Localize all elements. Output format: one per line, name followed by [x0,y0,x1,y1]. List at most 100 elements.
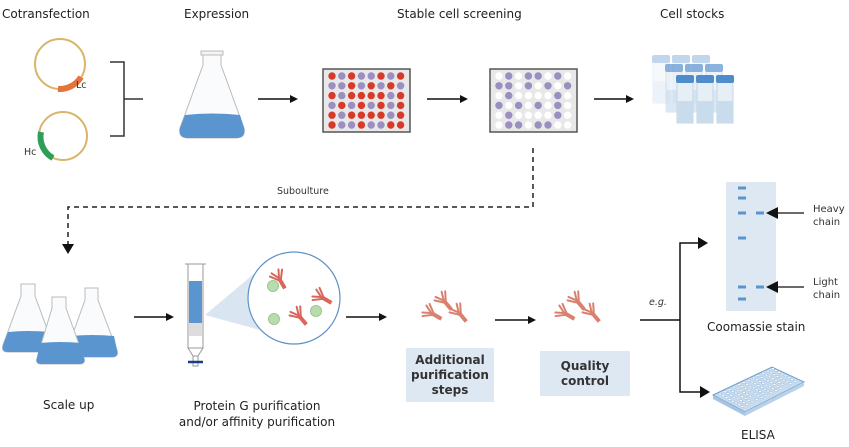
well [495,121,503,129]
well [357,82,366,90]
well [338,111,346,119]
antibody-glyph [448,302,468,323]
well [524,91,533,100]
antibody-glyph [581,302,601,323]
additional-purification-box: Additional purification steps [406,348,494,402]
step-purification-title: Protein G purification and/or affinity p… [178,398,336,430]
well [377,82,385,90]
well [387,101,395,110]
gel-band [738,297,746,301]
gel-band [756,211,764,215]
step-screening-title: Stable cell screening [397,7,522,21]
vial [716,75,734,124]
well [328,101,336,110]
well [514,121,523,129]
well [514,91,523,100]
antibody-glyph [268,268,287,290]
qc-line2: control [561,373,609,388]
well [338,72,346,80]
well [563,101,572,110]
well [387,121,395,129]
bound-antibodies-icon [267,268,333,326]
step-cotransfection-title: Cotransfection [2,7,90,21]
well [367,111,375,119]
protein-g-bead [310,305,322,317]
light-chain-label: Lc [76,80,87,91]
purification-line2: and/or affinity purification [178,415,336,429]
elisa-label: ELISA [741,428,775,442]
additional-line3: steps [431,382,469,397]
well [396,82,405,90]
well [514,101,523,110]
light-chain-annotation: Light chain [813,276,840,302]
coomassie-gel [726,182,776,311]
well [524,101,533,110]
well [554,72,562,80]
antibodies-icon-qc [554,290,601,323]
well [377,72,385,80]
well [387,72,395,80]
step-scale-up-title: Scale up [43,398,95,412]
gel-band [738,186,746,190]
vial [676,75,694,124]
plate-after-wells [495,72,572,129]
branch-connector [640,242,702,393]
well [495,101,503,110]
well [347,101,356,110]
well [505,82,513,90]
well [328,111,336,119]
well [554,121,562,129]
well [347,82,356,90]
well [554,91,562,100]
well [387,82,395,90]
antibody-glyph [421,302,443,321]
well [357,101,366,110]
heavy-chain-annotation: Heavy chain [813,203,845,229]
well [534,72,542,80]
well [396,111,405,119]
well [544,101,552,110]
well [367,82,375,90]
plate-before-wells [328,72,405,129]
well [347,91,356,100]
well [377,121,385,129]
quality-control-box: Quality control [540,351,630,396]
well [387,91,395,100]
subculture-label: Suboulture [277,186,329,197]
well [338,101,346,110]
light-line2: chain [813,290,841,301]
well [563,91,572,100]
well [396,101,405,110]
coomassie-label: Coomassie stain [707,320,806,334]
well [328,82,336,90]
well [505,72,513,80]
well [377,111,385,119]
well [396,72,405,80]
well [495,111,503,119]
bracket [110,61,143,137]
well [396,121,405,129]
gel-band [738,236,746,240]
well [544,91,552,100]
well [563,72,572,80]
protein-g-bead [268,313,280,325]
scale-up-flasks-icon [2,283,118,365]
well [495,72,503,80]
well [505,101,513,110]
expression-flask-icon [179,50,245,139]
additional-line1: Additional [415,352,485,367]
well [328,121,336,129]
well [544,82,552,90]
purification-column-icon [185,263,206,367]
well [554,82,562,90]
well [367,101,375,110]
cell-stock-vials-icon [652,55,734,124]
well [367,121,375,129]
well [338,82,346,90]
well [505,111,513,119]
well [544,121,552,129]
light-line1: Light [813,277,838,288]
antibody-glyph [311,286,333,305]
gel-band [738,196,746,200]
well [544,72,552,80]
